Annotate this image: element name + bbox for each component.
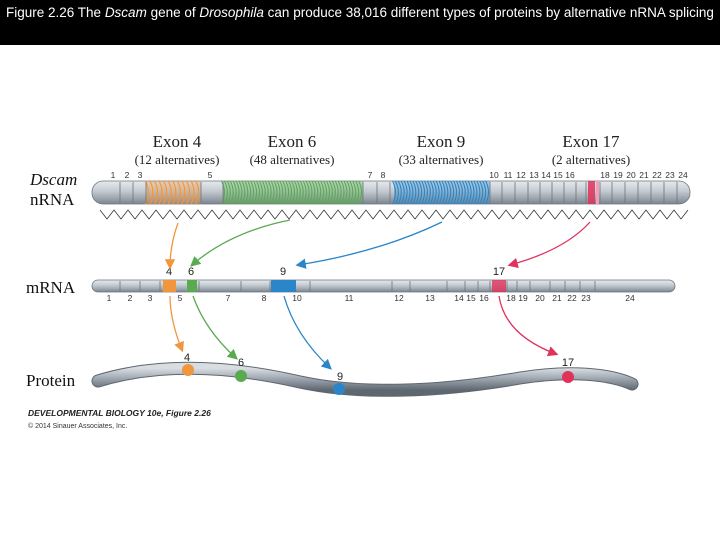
arrow-exon4-to-mrna xyxy=(170,223,178,267)
nrna-exon-numbers: 1 2 3 5 7 8 10 11 12 13 14 15 16 18 19 2… xyxy=(111,170,688,180)
exon4-title: Exon 4 xyxy=(153,132,202,151)
nrna-num-24: 24 xyxy=(678,170,688,180)
row-label-protein: Protein xyxy=(26,371,76,390)
nrna-exon17-b xyxy=(596,181,599,204)
row-label-dscam: Dscam xyxy=(29,170,77,189)
protein-label-17: 17 xyxy=(562,357,574,369)
nrna-num-2: 2 xyxy=(125,170,130,180)
mrna-num-15: 15 xyxy=(466,293,476,303)
nrna-num-21: 21 xyxy=(639,170,649,180)
arrow-exon6-to-protein xyxy=(193,296,236,358)
exon-headers: Exon 4 (12 alternatives) Exon 6 (48 alte… xyxy=(135,132,631,167)
nrna-num-12: 12 xyxy=(516,170,526,180)
mrna-num-24: 24 xyxy=(625,293,635,303)
nrna-exon9-cluster xyxy=(392,181,490,204)
exon6-title: Exon 6 xyxy=(268,132,317,151)
mrna-num-16: 16 xyxy=(479,293,489,303)
copyright-line: © 2014 Sinauer Associates, Inc. xyxy=(28,422,127,430)
mrna-num-18: 18 xyxy=(506,293,516,303)
mrna-num-1: 1 xyxy=(107,293,112,303)
mrna-num-3: 3 xyxy=(148,293,153,303)
mrna-tube xyxy=(92,280,675,292)
mrna-num-5: 5 xyxy=(178,293,183,303)
exon9-title: Exon 9 xyxy=(417,132,466,151)
mrna-num-22: 22 xyxy=(567,293,577,303)
mrna-exon-numbers: 1 2 3 5 7 8 10 11 12 13 14 15 16 18 19 2… xyxy=(107,293,635,303)
arrow-exon17-to-protein xyxy=(499,296,556,354)
arrow-exon4-to-protein xyxy=(170,296,182,350)
nrna-tube xyxy=(92,181,690,219)
nrna-num-1: 1 xyxy=(111,170,116,180)
mrna-exon4 xyxy=(163,280,176,292)
exon17-title: Exon 17 xyxy=(562,132,620,151)
protein-label-4: 4 xyxy=(184,352,190,364)
arrow-exon17-to-mrna xyxy=(510,222,590,265)
mrna-num-19: 19 xyxy=(518,293,528,303)
row-label-nrna: nRNA xyxy=(30,190,75,209)
mrna-num-2: 2 xyxy=(128,293,133,303)
mrna-num-23: 23 xyxy=(581,293,591,303)
protein-exon9 xyxy=(333,383,345,395)
mrna-num-10: 10 xyxy=(292,293,302,303)
exon17-subtitle: (2 alternatives) xyxy=(552,152,630,167)
protein-label-6: 6 xyxy=(238,357,244,369)
mrna-exon9 xyxy=(271,280,296,292)
mrna-num-12: 12 xyxy=(394,293,404,303)
exon6-subtitle: (48 alternatives) xyxy=(250,152,335,167)
arrow-exon6-to-mrna xyxy=(192,220,290,265)
mrna-exon6 xyxy=(187,280,197,292)
mrna-num-13: 13 xyxy=(425,293,435,303)
exon4-subtitle: (12 alternatives) xyxy=(135,152,220,167)
nrna-num-13: 13 xyxy=(529,170,539,180)
protein-label-9: 9 xyxy=(337,371,343,383)
mrna-num-14: 14 xyxy=(454,293,464,303)
mrna-label-9: 9 xyxy=(280,266,286,278)
nrna-num-7: 7 xyxy=(368,170,373,180)
mrna-label-6: 6 xyxy=(188,266,194,278)
nrna-exon4-cluster xyxy=(145,181,201,204)
protein-exon17 xyxy=(562,371,574,383)
row-label-mrna: mRNA xyxy=(26,278,76,297)
mrna-num-21: 21 xyxy=(552,293,562,303)
nrna-intron-splice-lines xyxy=(100,210,688,219)
nrna-num-5: 5 xyxy=(208,170,213,180)
protein-body xyxy=(98,368,632,390)
mrna-num-20: 20 xyxy=(535,293,545,303)
mrna-body xyxy=(92,280,675,292)
nrna-num-10: 10 xyxy=(489,170,499,180)
nrna-num-15: 15 xyxy=(553,170,563,180)
mrna-exon17 xyxy=(492,280,506,292)
nrna-num-11: 11 xyxy=(504,170,513,180)
mrna-num-8: 8 xyxy=(262,293,267,303)
exon9-subtitle: (33 alternatives) xyxy=(399,152,484,167)
protein-exon4 xyxy=(182,364,194,376)
nrna-num-3: 3 xyxy=(138,170,143,180)
mrna-label-17: 17 xyxy=(493,266,505,278)
nrna-num-16: 16 xyxy=(565,170,575,180)
protein-exon6 xyxy=(235,370,247,382)
nrna-num-14: 14 xyxy=(541,170,551,180)
nrna-exon17-a xyxy=(588,181,595,204)
arrow-exon9-to-protein xyxy=(284,296,330,368)
nrna-num-18: 18 xyxy=(600,170,610,180)
protein-chain xyxy=(98,364,632,395)
nrna-exon6-cluster xyxy=(221,181,363,204)
mrna-num-7: 7 xyxy=(226,293,231,303)
nrna-num-8: 8 xyxy=(381,170,386,180)
nrna-num-22: 22 xyxy=(652,170,662,180)
nrna-num-20: 20 xyxy=(626,170,636,180)
nrna-num-23: 23 xyxy=(665,170,675,180)
credit-line: DEVELOPMENTAL BIOLOGY 10e, Figure 2.26 xyxy=(28,408,211,418)
mrna-label-4: 4 xyxy=(166,266,172,278)
nrna-num-19: 19 xyxy=(613,170,623,180)
mrna-num-11: 11 xyxy=(345,293,354,303)
arrow-exon9-to-mrna xyxy=(298,222,442,265)
